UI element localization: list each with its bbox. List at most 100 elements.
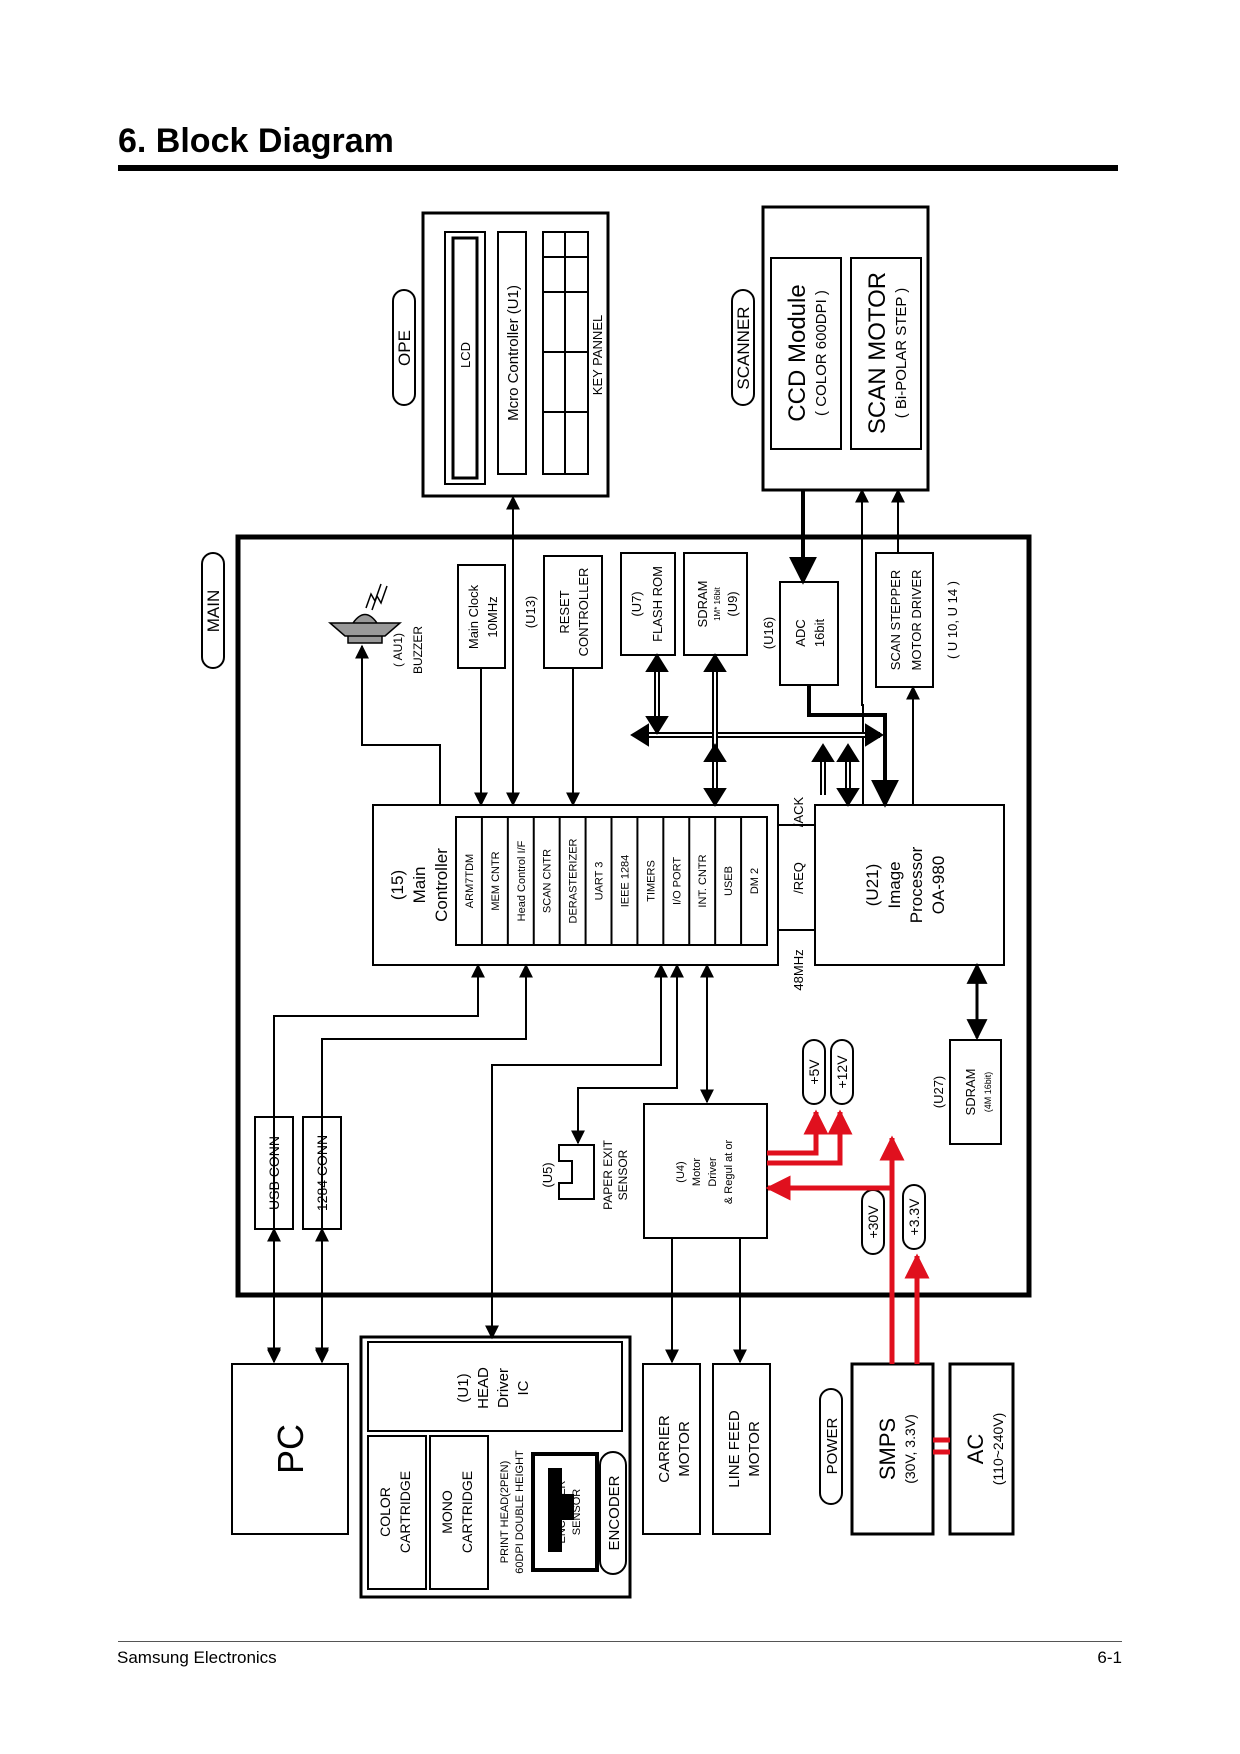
mono-cartridge-label-2: CARTRIDGE [459,1471,475,1553]
controller-function-label: TIMERS [645,860,657,902]
smps-label: SMPS [875,1418,900,1480]
scan-motor-block [850,257,922,450]
ccd-module-block [770,257,842,450]
scanner-tag [731,289,755,406]
print-head-label-2: 60DPI DOUBLE HEIGHT [514,1450,526,1574]
paper-exit-label-1: PAPER EXIT [601,1139,615,1209]
ccd-module-sub: ( COLOR 600DPI ) [813,290,830,416]
pc-block [231,1363,349,1535]
flash-rom-block [620,552,676,656]
plus33v-label: +3.3V [906,1198,922,1236]
motor-driver-label-2: Driver [707,1157,719,1187]
carrier-motor-block [642,1363,701,1535]
ack-label: /ACK [791,797,806,828]
print-head-label-1: PRINT HEAD(2PEN) [499,1461,511,1563]
mono-cartridge-label-1: MONO [439,1490,455,1534]
footer-page-number: 6-1 [1097,1648,1122,1667]
image-processor-label-1: (U21) [863,864,882,907]
controller-function-label: SCAN CNTR [542,849,554,913]
ope-tag [392,289,416,406]
micro-controller-label: Mcro Controller (U1) [505,285,522,421]
motor-driver-u4: (U4) [675,1161,687,1182]
power-label: POWER [824,1418,841,1475]
sdram-u27-label: SDRAM [963,1069,978,1116]
paper-exit-label-2: SENSOR [616,1149,630,1200]
controller-function-label: MEM CNTR [490,851,502,910]
plus5v-tag [802,1039,826,1105]
carrier-motor-label-2: MOTOR [676,1421,693,1477]
flash-rom-label: FLASH ROM [650,566,665,642]
sdram-u9-label: SDRAM [695,581,710,628]
scan-motor-sub: ( Bi-POLAR STEP ) [893,288,910,419]
encoder-label-box [599,1451,627,1575]
buzzer-label: BUZZER [411,626,425,674]
encoder-sensor-label-2: SENSOR [571,1489,583,1536]
head-driver-label-1: (U1) [455,1373,472,1402]
reset-controller-block [543,555,603,669]
u10-u14-label: ( U 10, U 14 ) [945,581,960,659]
ac-label: AC [963,1434,988,1465]
buzzer-ref: ( AU1) [391,633,405,667]
footer-company: Samsung Electronics [117,1648,277,1667]
power-tag [819,1388,843,1505]
main-clock-label-2: 10MHz [485,596,500,637]
plus5v-label: +5V [806,1059,822,1085]
motor-driver-label-3: & Regul at or [723,1140,735,1205]
u27-label: (U27) [931,1076,946,1109]
u7-label: (U7) [629,591,644,616]
main-clock-label-1: Main Clock [466,584,481,649]
color-cartridge-label-2: CARTRIDGE [397,1471,413,1553]
controller-function-label: DERASTERIZER [568,838,580,923]
plus12v-tag [830,1039,854,1105]
line-feed-motor-block [712,1363,771,1535]
lcd-block [444,231,486,485]
scan-stepper-label-1: SCAN STEPPER [888,570,903,670]
carrier-motor-label-1: CARRIER [656,1415,673,1483]
u9-label: (U9) [725,591,740,616]
encoder-label: ENCODER [606,1475,623,1550]
u5-label: (U5) [540,1162,555,1187]
scan-stepper-label-2: MOTOR DRIVER [909,570,924,671]
plus30v-label: +30V [865,1205,881,1239]
image-processor-label-3: Processor [907,846,926,923]
paper-exit-sensor-shape [558,1144,595,1200]
pc-label: PC [270,1424,311,1474]
u13-label: (U13) [523,596,538,629]
title-rule [118,165,1118,171]
main-controller-label-3: Controller [432,848,451,922]
controller-function-label: DM 2 [749,868,761,894]
req-label: /REQ [791,862,806,894]
adc-block [779,581,839,686]
ac-sub: (110~240V) [990,1413,1006,1486]
main-tag [201,552,225,669]
key-pannel-label: KEY PANNEL [590,315,605,395]
controller-function-label: I/O PORT [671,857,683,905]
main-controller-label-2: Main [410,867,429,904]
scan-stepper-block [875,552,934,688]
reset-label-2: CONTROLLER [576,568,591,657]
conn-1284-label: 1284 CONN [314,1135,330,1211]
plus12v-label: +12V [834,1055,850,1089]
ope-label: OPE [395,330,414,366]
buzzer-icon [327,613,403,644]
scanner-label: SCANNER [734,306,753,389]
color-cartridge-block [367,1435,427,1590]
sdram-u27-sub: (4M 16bit) [983,1072,993,1113]
color-cartridge-label-1: COLOR [377,1487,393,1537]
micro-controller-block [497,231,527,475]
reset-label-1: RESET [557,590,572,633]
main-label: MAIN [204,590,223,633]
controller-function-label: UART 3 [594,862,606,901]
page-title: 6. Block Diagram [118,122,394,160]
ac-block [948,1362,1015,1536]
sdram-u9-sub: 1M* 16bit [713,586,722,621]
main-controller-label-1: (15) [388,870,407,900]
head-driver-label-4: IC [515,1380,532,1395]
line-feed-motor-label-1: LINE FEED [726,1410,743,1488]
adc-label-1: ADC [793,619,808,646]
u16-label: (U16) [761,617,776,650]
motor-driver-block [643,1103,768,1239]
usb-conn-label: USB CONN [266,1136,282,1210]
motor-driver-label-1: Motor [691,1158,703,1186]
